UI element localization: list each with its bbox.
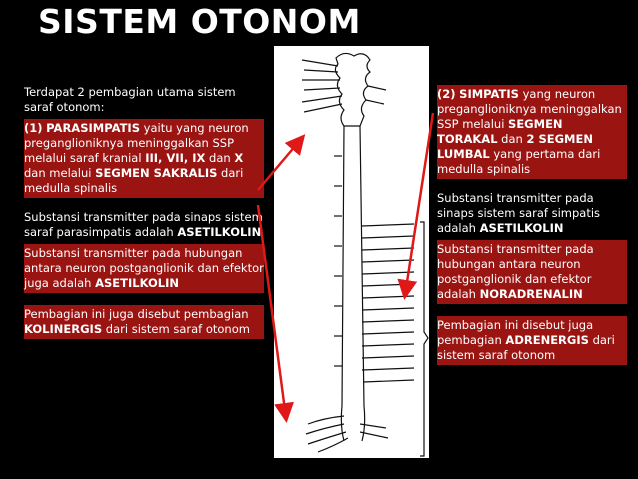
right-trans1-text: Substansi transmitter pada sinaps sistem… <box>437 191 601 235</box>
left-trans2-text: Substansi transmitter pada hubungan anta… <box>24 246 264 290</box>
spinal-cord-illustration <box>274 46 429 458</box>
left-div-text-2: dari sistem saraf otonom <box>102 322 250 336</box>
right-text-column: (2) SIMPATIS yang neuron preganglionikny… <box>437 85 627 365</box>
cranial-nerves <box>301 59 387 113</box>
right-trans2-text: Substansi transmitter pada hubungan anta… <box>437 242 594 301</box>
para2-text-3: yang pertama dari medulla spinalis <box>437 147 601 176</box>
thoracolumbar-nerves <box>361 223 415 383</box>
right-div-adrenergis: ADRENERGIS <box>505 333 589 347</box>
simpatis-block: (2) SIMPATIS yang neuron preganglionikny… <box>437 85 627 179</box>
parasimpatis-block: (1) PARASIMPATIS yaitu yang neuron prega… <box>24 119 264 198</box>
para1-text-3: dan melalui <box>24 166 96 180</box>
left-trans1-bold: ASETILKOLIN <box>177 225 262 239</box>
left-trans2-bold: ASETILKOLIN <box>95 276 179 290</box>
right-div-text-1: Pembagian ini disebut juga pembagian <box>437 318 594 347</box>
cord-left-edge <box>340 125 345 442</box>
right-div-text-2: dari sistem saraf otonom <box>437 333 615 362</box>
right-transmitter-synapse: Substansi transmitter pada sinaps sistem… <box>437 191 627 236</box>
right-trans2-bold: NORADRENALIN <box>479 287 583 301</box>
para2-segmen-torakal: SEGMEN TORAKAL <box>437 117 563 146</box>
kolinergis-block: Pembagian ini juga disebut pembagian KOL… <box>24 305 264 339</box>
left-div-text-1: Pembagian ini juga disebut pembagian <box>24 307 249 321</box>
left-transmitter-effector-block: Substansi transmitter pada hubungan anta… <box>24 244 264 293</box>
adrenergis-block: Pembagian ini disebut juga pembagian ADR… <box>437 316 627 365</box>
arrow-parasimpatis-sacral <box>256 204 294 423</box>
para1-text-2: dan <box>205 151 235 165</box>
left-text-column: Terdapat 2 pembagian utama sistem saraf … <box>24 85 264 339</box>
para2-text-1: yang neuron preganglioniknya meninggalka… <box>437 87 622 131</box>
arrow-parasimpatis-cranial <box>257 134 306 191</box>
intro-text: Terdapat 2 pembagian utama sistem saraf … <box>24 85 236 114</box>
arrow-simpatis <box>397 112 435 300</box>
left-transmitter-synapse: Substansi transmitter pada sinaps sistem… <box>24 210 264 240</box>
thoracolumbar-bracket <box>420 221 429 457</box>
left-div-kolinergis: KOLINERGIS <box>24 322 103 336</box>
para1-text-1: yaitu yang neuron preganglioniknya menin… <box>24 121 249 165</box>
spinal-cord-drawing <box>301 52 429 457</box>
para2-number: (2) <box>437 87 456 101</box>
para1-name: PARASIMPATIS <box>46 121 140 135</box>
para2-text-2: dan <box>497 132 527 146</box>
para1-nerve-x: X <box>234 151 244 165</box>
cord-right-edge <box>359 125 366 442</box>
right-trans1-bold: ASETILKOLIN <box>479 221 564 235</box>
para1-segmen-sakralis: SEGMEN SAKRALIS <box>95 166 218 180</box>
right-transmitter-effector-block: Substansi transmitter pada hubungan anta… <box>437 240 627 304</box>
para2-segmen-lumbal: 2 SEGMEN LUMBAL <box>437 132 593 161</box>
para2-name: SIMPATIS <box>459 87 519 101</box>
para1-cranial-nerves: III, VII, IX <box>145 151 206 165</box>
left-segment-marks <box>334 155 342 367</box>
para1-text-4: dari medulla spinalis <box>24 166 244 195</box>
left-trans1-text: Substansi transmitter pada sinaps sistem… <box>24 210 263 239</box>
para1-number: (1) <box>24 121 43 135</box>
slide-title: SISTEM OTONOM <box>38 2 361 41</box>
sacral-nerves <box>305 415 389 453</box>
